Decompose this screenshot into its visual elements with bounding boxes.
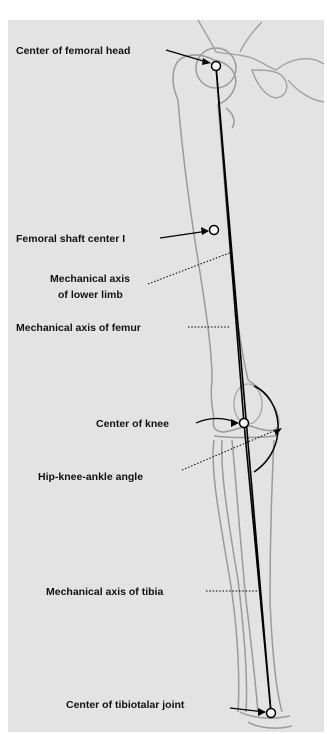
label-tibiotalar-center: Center of tibiotalar joint — [66, 699, 185, 711]
label-mech-axis-lower-limb-1: Mechanical axis — [50, 273, 130, 285]
label-mech-axis-femur: Mechanical axis of femur — [16, 322, 141, 334]
femoral-head-center-marker — [212, 62, 221, 71]
tibiotalar-center-marker — [267, 709, 276, 718]
label-knee-center: Center of knee — [96, 418, 169, 430]
label-femoral-head: Center of femoral head — [16, 45, 130, 57]
label-mech-axis-lower-limb-2: of lower limb — [58, 289, 123, 301]
label-hka-angle: Hip-knee-ankle angle — [38, 471, 143, 483]
knee-center-marker — [240, 419, 249, 428]
radiograph-panel — [8, 20, 324, 732]
label-femoral-shaft-center: Femoral shaft center I — [16, 233, 125, 245]
label-mech-axis-tibia: Mechanical axis of tibia — [46, 586, 163, 598]
femoral-shaft-center-marker — [210, 226, 219, 235]
